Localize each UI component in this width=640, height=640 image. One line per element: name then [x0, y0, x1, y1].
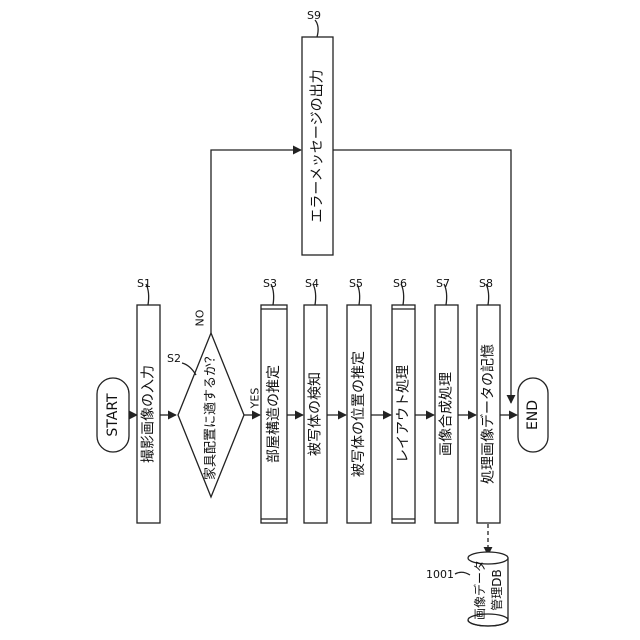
database-text-line2: 管理DB	[489, 569, 504, 610]
step-s4-text: 被写体の検知	[307, 372, 324, 456]
step-s7-text: 画像合成処理	[439, 372, 455, 456]
step-s1-label: S1	[137, 277, 151, 290]
step-s9-text: エラーメッセージの出力	[310, 69, 326, 222]
step-s8-label: S8	[479, 277, 493, 290]
start-label: START	[105, 393, 121, 437]
step-s2-leader	[182, 363, 196, 375]
step-s4-label: S4	[305, 277, 319, 290]
step-s2-text: 家具配置に適するか？	[203, 350, 219, 480]
database-text-line1: 画像データ	[472, 560, 487, 620]
step-s3-label: S3	[263, 277, 277, 290]
step-s2-label: S2	[167, 352, 181, 365]
step-s6-text: レイアウト処理	[396, 365, 412, 463]
step-s3-text: 部屋構造の推定	[266, 365, 282, 463]
step-s6-label: S6	[393, 277, 407, 290]
step-s5-text: 被写体の位置の推定	[351, 351, 367, 477]
end-label: END	[525, 400, 541, 430]
step-s5-label: S5	[349, 277, 363, 290]
database-label: 1001	[426, 568, 454, 581]
step-s8-text: 処理画像データの記憶	[480, 344, 497, 484]
database-leader	[455, 572, 470, 575]
step-s9-label: S9	[307, 9, 321, 22]
step-s1-text: 撮影画像の入力	[140, 365, 157, 463]
step-s2-yes-label: YES	[249, 388, 262, 410]
step-s9-leader	[315, 20, 318, 37]
step-s2-no-label: NO	[194, 309, 207, 326]
step-s7-label: S7	[436, 277, 450, 290]
